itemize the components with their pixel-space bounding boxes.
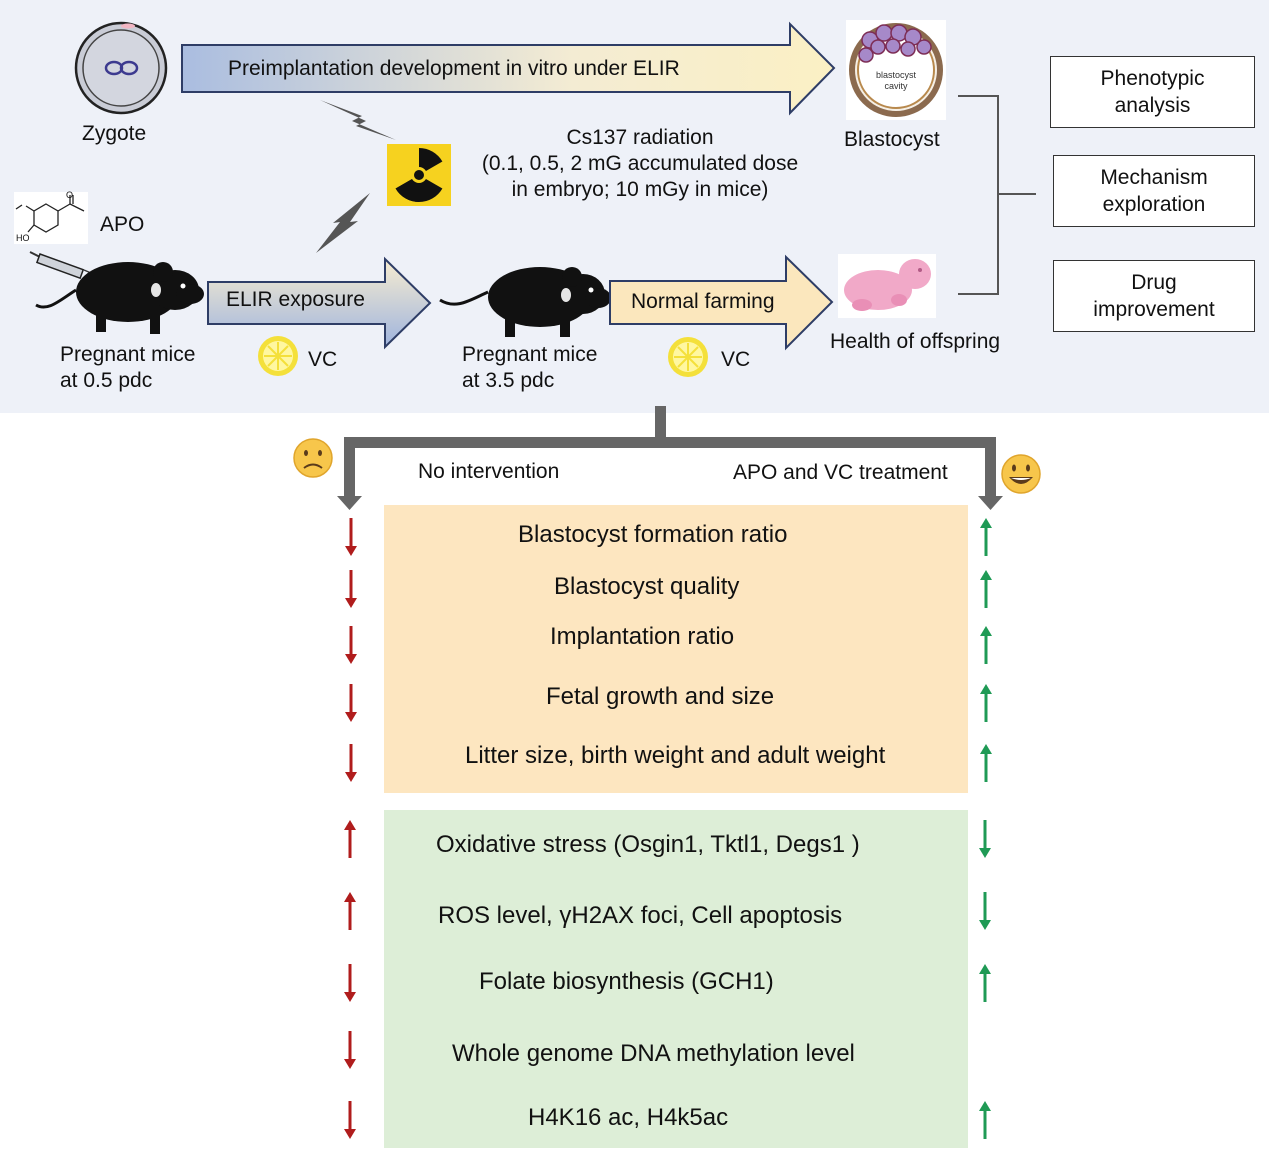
pregnant-35-line1: Pregnant mice xyxy=(462,343,598,366)
normal-farming-arrow xyxy=(609,254,834,351)
pregnant-05-line1: Pregnant mice xyxy=(60,343,196,366)
elir-exposure-label: ELIR exposure xyxy=(226,288,365,311)
mouse-icon xyxy=(35,262,204,334)
radiation-line1: Cs137 radiation xyxy=(566,126,714,149)
drug-improvement-box: Drug improvement xyxy=(1053,260,1255,332)
down-arrow-icon xyxy=(345,684,357,722)
molecule-ho-label: HO xyxy=(16,233,30,243)
up-arrow-icon xyxy=(344,820,356,858)
up-arrow-icon xyxy=(980,518,992,556)
radiation-icon xyxy=(387,144,451,206)
normal-farming-label: Normal farming xyxy=(631,290,775,313)
health-of-offspring-label: Health of offspring xyxy=(830,330,1001,353)
radiation-line2: (0.1, 0.5, 2 mG accumulated dose xyxy=(481,152,799,175)
down-arrow-icon xyxy=(344,1031,356,1069)
blastocyst-label: Blastocyst xyxy=(844,128,940,151)
mechanism-panel xyxy=(384,810,968,1148)
vc-label-1: VC xyxy=(308,348,338,371)
outcome-line1: Drug xyxy=(1131,271,1177,294)
down-arrow-icon xyxy=(344,964,356,1002)
up-arrow-icon xyxy=(980,744,992,782)
phenotype-row-litter-size: Litter size, birth weight and adult weig… xyxy=(465,742,886,769)
lemon-icon xyxy=(668,337,708,377)
mechanism-row-histone-acetylation: H4K16 ac, H4k5ac xyxy=(528,1104,729,1131)
up-arrow-icon xyxy=(980,626,992,664)
up-arrow-icon xyxy=(980,684,992,722)
zygote-cell-icon xyxy=(74,21,168,115)
up-arrow-icon xyxy=(979,964,991,1002)
outcome-line1: Mechanism xyxy=(1100,166,1208,189)
preimplantation-label: Preimplantation development in vitro und… xyxy=(228,57,680,80)
apo-label: APO xyxy=(100,213,145,236)
phenotype-row-blastocyst-formation: Blastocyst formation ratio xyxy=(518,521,788,548)
down-arrow-icon xyxy=(345,570,357,608)
up-arrow-icon xyxy=(344,892,356,930)
syringe-icon xyxy=(29,251,99,280)
pregnant-mice-35-label: Pregnant mice at 3.5 pdc xyxy=(462,342,597,394)
up-arrow-icon xyxy=(980,570,992,608)
apo-vc-treatment-label: APO and VC treatment xyxy=(733,461,948,484)
newborn-pup-icon xyxy=(838,254,936,318)
elir-exposure-arrow xyxy=(207,256,432,350)
lightning-bolt-icon xyxy=(316,100,396,253)
outcome-line2: improvement xyxy=(1093,298,1215,321)
molecule-o-label: O xyxy=(66,190,74,200)
pregnant-35-line2: at 3.5 pdc xyxy=(462,369,555,392)
mouse-icon xyxy=(439,267,611,337)
phenotype-row-implantation-ratio: Implantation ratio xyxy=(550,623,735,650)
outcome-line2: exploration xyxy=(1102,193,1206,216)
mechanism-row-folate: Folate biosynthesis (GCH1) xyxy=(479,968,774,995)
down-arrow-icon xyxy=(344,1101,356,1139)
outcome-line2: analysis xyxy=(1114,94,1191,117)
down-arrow-icon xyxy=(345,744,357,782)
vc-label-2: VC xyxy=(721,348,751,371)
no-intervention-label: No intervention xyxy=(418,460,560,483)
sad-face-icon xyxy=(293,438,333,478)
mechanism-row-ros-level: ROS level, γH2AX foci, Cell apoptosis xyxy=(438,902,843,929)
up-arrow-icon xyxy=(979,1101,991,1139)
down-arrow-icon xyxy=(345,518,357,556)
radiation-line3: in embryo; 10 mGy in mice) xyxy=(511,178,769,201)
smiling-face-icon xyxy=(1001,454,1041,494)
blastocyst-icon xyxy=(846,20,946,120)
outcome-line1: Phenotypic xyxy=(1100,67,1205,90)
blastocyst-inner-line1: blastocyst xyxy=(875,70,917,80)
outcome-bracket xyxy=(958,95,1036,295)
blastocyst-inner-label: blastocyst cavity xyxy=(866,70,926,92)
radiation-description: Cs137 radiation (0.1, 0.5, 2 mG accumula… xyxy=(459,125,821,203)
pregnant-mice-05-label: Pregnant mice at 0.5 pdc xyxy=(60,342,195,394)
zygote-label: Zygote xyxy=(82,122,147,145)
down-arrow-icon xyxy=(979,892,991,930)
down-arrow-icon xyxy=(979,820,991,858)
lemon-icon xyxy=(258,336,298,376)
mechanism-row-dna-methylation: Whole genome DNA methylation level xyxy=(452,1040,855,1067)
blastocyst-inner-line2: cavity xyxy=(884,81,908,91)
mechanism-exploration-box: Mechanism exploration xyxy=(1053,155,1255,227)
mechanism-row-oxidative-stress: Oxidative stress (Osgin1, Tktl1, Degs1 ) xyxy=(436,831,860,858)
molecule-structure-icon xyxy=(14,192,88,244)
phenotypic-analysis-box: Phenotypic analysis xyxy=(1050,56,1255,128)
branch-connector xyxy=(337,406,1003,510)
phenotype-row-blastocyst-quality: Blastocyst quality xyxy=(554,573,740,600)
phenotype-panel xyxy=(384,505,968,793)
preimplantation-arrow xyxy=(181,21,836,116)
phenotype-row-fetal-growth: Fetal growth and size xyxy=(546,683,775,710)
down-arrow-icon xyxy=(345,626,357,664)
pregnant-05-line2: at 0.5 pdc xyxy=(60,369,153,392)
